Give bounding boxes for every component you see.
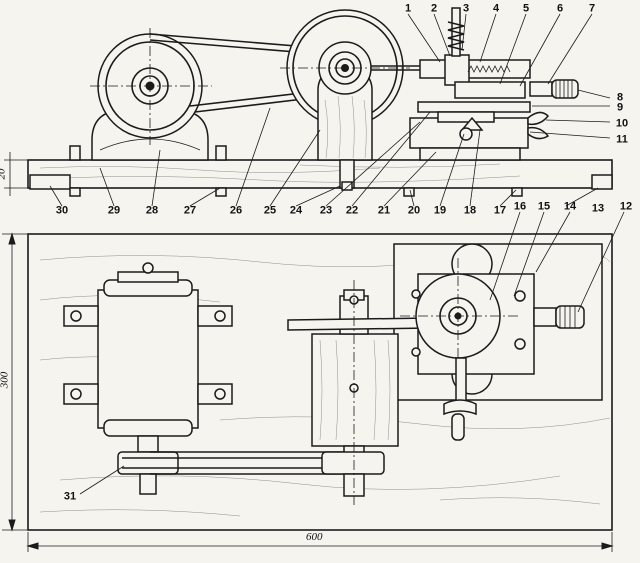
- callout-19: 19: [433, 204, 447, 217]
- foot-left: [29, 174, 71, 190]
- drive-belt-plan: [150, 451, 352, 475]
- callout-9: 9: [616, 101, 624, 114]
- dimension-depth: 300: [0, 371, 11, 389]
- callout-31: 31: [63, 490, 77, 503]
- callout-18: 18: [463, 204, 477, 217]
- callout-20: 20: [407, 204, 421, 217]
- callout-25: 25: [263, 204, 277, 217]
- callout-5: 5: [522, 2, 530, 15]
- motor-body: [97, 289, 199, 429]
- callout-3: 3: [462, 2, 470, 15]
- callout-30: 30: [55, 204, 69, 217]
- callout-15: 15: [537, 200, 551, 213]
- callout-24: 24: [289, 204, 303, 217]
- slide-housing: [419, 59, 531, 79]
- side-elevation: [4, 7, 613, 207]
- callout-1: 1: [404, 2, 412, 15]
- callout-11: 11: [616, 133, 628, 146]
- callout-14: 14: [563, 200, 577, 213]
- callout-22: 22: [345, 204, 359, 217]
- callout-13: 13: [591, 202, 605, 215]
- plan-view: [2, 211, 625, 552]
- dimension-length: 600: [306, 531, 323, 543]
- callout-10: 10: [615, 117, 629, 130]
- callout-21: 21: [377, 204, 391, 217]
- foot-right: [591, 174, 613, 190]
- callout-8: 8: [616, 91, 624, 104]
- callout-28: 28: [145, 204, 159, 217]
- drive-belt-side: [149, 33, 346, 113]
- callout-27: 27: [183, 204, 197, 217]
- dimension-thickness: 20: [0, 168, 8, 180]
- callout-23: 23: [319, 204, 333, 217]
- callout-2: 2: [430, 2, 438, 15]
- callout-7: 7: [588, 2, 596, 15]
- callout-6: 6: [556, 2, 564, 15]
- callout-12: 12: [619, 200, 633, 213]
- callout-4: 4: [492, 2, 500, 15]
- motor-pulley-plan: [117, 451, 179, 475]
- callout-16: 16: [513, 200, 527, 213]
- vice-table: [417, 101, 531, 113]
- saw-disc: [287, 317, 431, 331]
- side-base-board: [27, 159, 613, 189]
- spindle-pulley-plan: [321, 451, 385, 475]
- callout-17: 17: [493, 204, 507, 217]
- callout-29: 29: [107, 204, 121, 217]
- callout-26: 26: [229, 204, 243, 217]
